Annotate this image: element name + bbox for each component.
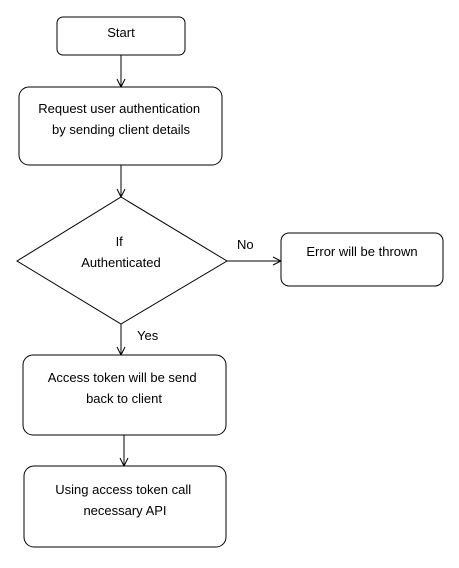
node-token-label: Access token will be send back to client xyxy=(48,370,200,406)
node-request-label: Request user authentication by sending c… xyxy=(38,101,204,137)
node-token: Access token will be send back to client xyxy=(22,354,227,436)
node-start-label: Start xyxy=(107,25,135,40)
node-error: Error will be thrown xyxy=(280,232,444,287)
node-call-api-label: Using access token call necessary API xyxy=(55,482,194,518)
node-call-api: Using access token call necessary API xyxy=(23,465,227,548)
edge-label-no: No xyxy=(237,237,254,252)
node-decision: If Authenticated xyxy=(16,196,228,325)
node-request: Request user authentication by sending c… xyxy=(18,86,223,166)
node-decision-label: If Authenticated xyxy=(81,234,161,270)
node-start: Start xyxy=(56,16,186,56)
node-error-label: Error will be thrown xyxy=(306,244,417,259)
edge-label-yes: Yes xyxy=(137,328,159,343)
